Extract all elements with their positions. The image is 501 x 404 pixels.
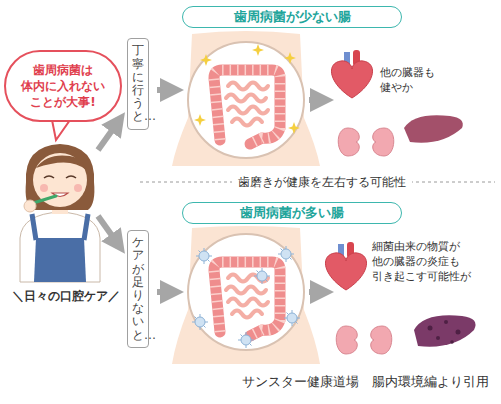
bubble-text: 歯周病菌は 体内に入れない ことが大事! [12, 62, 114, 111]
apron [34, 238, 86, 282]
shirt [20, 212, 100, 282]
arrow [157, 289, 172, 295]
arrow [309, 97, 322, 103]
organ-note: 細菌由来の物質が 他の臓器の炎症も 引き起こす可能性が [372, 240, 488, 285]
vertical-step-box: 丁寧に行うと… [127, 38, 149, 130]
title-banner: 歯周病菌が少ない腸 [182, 6, 402, 28]
apron-strap [32, 214, 88, 240]
arrow [98, 216, 118, 244]
vertical-step-box: ケアが足りないと… [127, 230, 149, 348]
eyes [44, 176, 76, 178]
step-text: ケアが足りないと… [132, 236, 144, 342]
arrow [98, 122, 118, 150]
bangs [36, 156, 86, 170]
torso [172, 31, 320, 166]
torso [172, 226, 320, 364]
arrow [309, 289, 322, 295]
woman-figure [20, 144, 100, 282]
step-text: 丁寧に行うと… [132, 44, 144, 123]
figure-label: ＼日々の口腔ケア／ [12, 288, 120, 305]
cheek [40, 184, 48, 192]
cheek [74, 184, 82, 192]
organ-note: 他の臓器も 健やか [380, 66, 452, 96]
title-banner: 歯周病菌が多い腸 [182, 202, 402, 224]
hair [26, 144, 95, 210]
bubble-tail [52, 120, 70, 140]
liver-spots [428, 320, 461, 344]
arrow [157, 87, 172, 93]
banner-text: 歯周病菌が少ない腸 [234, 9, 351, 25]
divider-label: 歯磨きが健康を左右する可能性 [232, 175, 412, 190]
liver [404, 115, 463, 143]
speech-bubble: 歯周病菌は 体内に入れない ことが大事! [4, 50, 122, 122]
banner-text: 歯周病菌が多い腸 [240, 205, 344, 221]
hand [24, 200, 36, 212]
liver [414, 315, 476, 346]
face [33, 153, 87, 207]
caption: サンスター健康道場 腸内環境編より引用 [242, 373, 489, 391]
